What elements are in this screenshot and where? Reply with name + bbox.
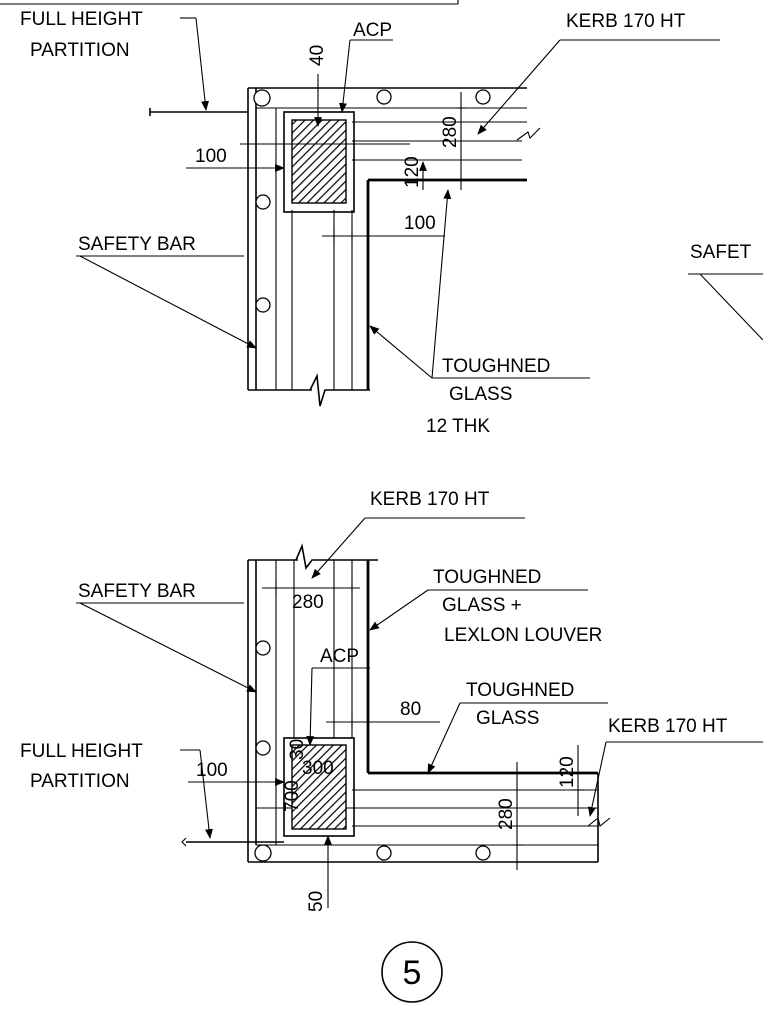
leader-line: [477, 39, 561, 135]
leader-line: [195, 17, 209, 111]
toughened-label-3: TOUGHNED: [466, 680, 574, 701]
break-symbol: [309, 373, 370, 407]
partition-label: PARTITION: [30, 40, 130, 61]
dim-50: 50: [306, 891, 327, 912]
leader-line: [427, 702, 461, 774]
dim-100-b: 100: [196, 760, 228, 781]
glass-plus-label: GLASS +: [442, 595, 522, 616]
safety-bar-label-cut: SAFET: [690, 242, 752, 263]
leader-line: [306, 667, 315, 746]
dim-280-h: 280: [292, 592, 324, 613]
break-symbol: [587, 817, 611, 827]
dim-280-v: 280: [496, 798, 517, 830]
kerb-label-2: KERB 170 HT: [370, 489, 490, 510]
leader-line: [79, 255, 257, 349]
dim-40: 40: [307, 45, 328, 66]
safety-bar-circle: [475, 89, 491, 105]
safety-bar-circle: [376, 845, 392, 861]
dim-80: 80: [400, 699, 421, 720]
top-detail: 40 ACP 100 120 280 100 FULL HEIGHT PARTI…: [0, 0, 763, 437]
full-height-label-2: FULL HEIGHT: [20, 741, 143, 762]
safety-bar-circle: [255, 194, 271, 210]
safety-bar-label-2: SAFETY BAR: [78, 581, 196, 602]
detail-number-circle: [381, 941, 443, 1003]
acp-label-2: ACP: [320, 646, 359, 667]
leader-line: [339, 39, 351, 113]
leader-line: [199, 749, 213, 839]
safety-bar-circle: [253, 89, 271, 107]
dim-700: 700: [282, 780, 303, 812]
leader-line: [369, 325, 433, 379]
detail-number: 5: [403, 954, 422, 992]
dim-280: 280: [440, 116, 461, 148]
partition-label-2: PARTITION: [30, 771, 130, 792]
leader-line: [431, 189, 452, 379]
safety-bar-circle: [255, 740, 271, 756]
kerb-label-3: KERB 170 HT: [608, 716, 728, 737]
leader-line: [311, 517, 366, 579]
leader-line: [588, 741, 607, 817]
safety-bar-circle: [255, 297, 271, 313]
safety-bar-circle: [254, 844, 272, 862]
dim-100-left: 100: [195, 146, 227, 167]
acp-core: [291, 744, 347, 830]
partition-end: [181, 837, 187, 847]
dim-120-b: 120: [557, 756, 578, 788]
toughened-label-2: TOUGHNED: [433, 567, 541, 588]
acp-label: ACP: [353, 20, 392, 41]
kerb-label: KERB 170 HT: [566, 11, 686, 32]
bottom-detail: 280 KERB 170 HT TOUGHNED GLASS + LEXLON …: [20, 489, 763, 912]
acp-core: [291, 119, 347, 204]
dim-30: 30: [287, 739, 308, 760]
full-height-label: FULL HEIGHT: [20, 9, 143, 30]
leader-line: [369, 589, 429, 631]
dim-100-mid: 100: [404, 213, 436, 234]
toughened-label: TOUGHNED: [442, 356, 550, 377]
acp-box: [283, 111, 355, 213]
lexlon-label: LEXLON LOUVER: [444, 625, 602, 646]
dim-120: 120: [402, 156, 423, 188]
safety-bar-circle: [376, 89, 392, 105]
leader-line: [699, 273, 763, 341]
break-symbol: [295, 543, 378, 570]
glass-label-2: GLASS: [476, 708, 539, 729]
dim-300: 300: [302, 758, 334, 779]
safety-bar-circle: [255, 640, 271, 656]
acp-box: [283, 737, 355, 837]
leader-line: [79, 602, 257, 693]
safety-bar-label: SAFETY BAR: [78, 234, 196, 255]
safety-bar-circle: [475, 845, 491, 861]
break-symbol: [516, 127, 541, 141]
thk-label: 12 THK: [426, 416, 490, 437]
glass-label: GLASS: [449, 384, 512, 405]
